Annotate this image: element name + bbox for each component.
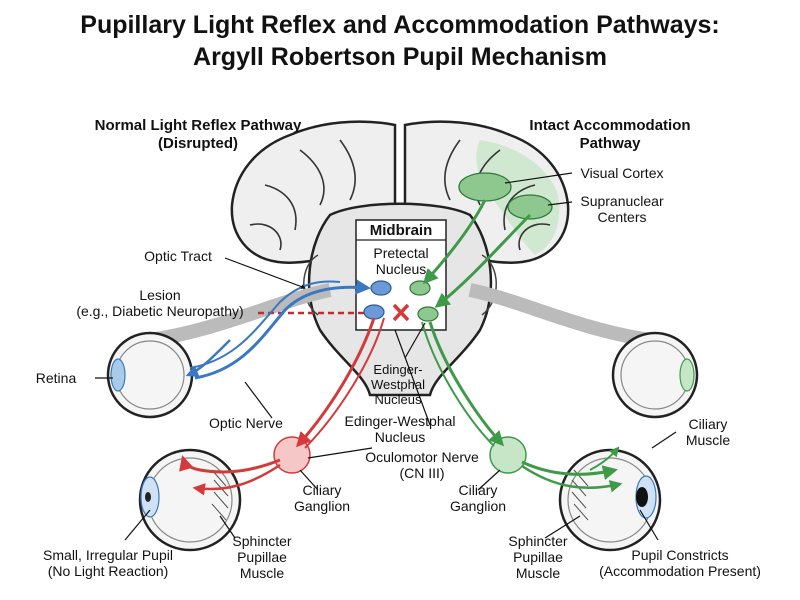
visual-cortex-node xyxy=(458,172,512,202)
label-constricts-2: (Accommodation Present) xyxy=(599,563,761,579)
pretectal-nucleus-right xyxy=(409,280,431,296)
text-labels: Normal Light Reflex Pathway (Disrupted) … xyxy=(36,117,761,581)
label-oculomotor-2: (CN III) xyxy=(399,465,444,481)
label-ciliary-ganglion-right-2: Ganglion xyxy=(450,498,506,514)
ew-nucleus-left xyxy=(363,304,385,320)
heading-left-2: (Disrupted) xyxy=(158,135,238,152)
label-ciliary-muscle-1: Ciliary xyxy=(689,416,728,432)
label-ciliary-muscle-2: Muscle xyxy=(686,432,731,448)
eyeball-icon xyxy=(611,331,699,419)
label-ew-2: Nucleus xyxy=(375,429,426,445)
label-ew-small-1: Edinger- xyxy=(373,362,422,377)
supranuclear-node xyxy=(507,194,553,220)
label-ew-small-3: Nucleus xyxy=(375,392,422,407)
ciliary-ganglion-right xyxy=(489,436,527,474)
accommodation-path xyxy=(421,199,623,493)
label-supranuclear-1: Supranuclear xyxy=(580,193,664,209)
page-title-line-1: Pupillary Light Reflex and Accommodation… xyxy=(80,11,720,39)
label-oculomotor-1: Oculomotor Nerve xyxy=(365,449,479,465)
label-sphincter-right-2: Pupillae xyxy=(513,549,563,565)
ew-nucleus-right xyxy=(417,306,439,322)
left-effector-eye xyxy=(138,448,242,552)
label-ew-small-2: Westphal xyxy=(371,377,425,392)
label-sphincter-left-1: Sphincter xyxy=(232,533,291,549)
heading-right-1: Intact Accommodation xyxy=(529,117,690,134)
label-constricts-1: Pupil Constricts xyxy=(631,547,728,563)
label-supranuclear-2: Centers xyxy=(597,209,646,225)
label-retina: Retina xyxy=(36,370,77,386)
label-small-pupil-1: Small, Irregular Pupil xyxy=(43,547,173,563)
label-ciliary-ganglion-left-2: Ganglion xyxy=(294,498,350,514)
leader-lines xyxy=(95,172,677,541)
label-sphincter-left-3: Muscle xyxy=(240,565,285,581)
label-lesion-2: (e.g., Diabetic Neuropathy) xyxy=(76,303,243,319)
midbrain-box: Midbrain Pretectal Nucleus xyxy=(355,219,447,331)
pretectal-label-2: Nucleus xyxy=(376,261,427,277)
eyeball-icon xyxy=(138,448,242,552)
page-title-line-2: Argyll Robertson Pupil Mechanism xyxy=(193,43,607,71)
light-reflex-afferent-path xyxy=(185,279,371,380)
lesion xyxy=(258,303,410,322)
label-sphincter-right-1: Sphincter xyxy=(508,533,567,549)
left-retina-eye xyxy=(106,331,194,419)
heading-left-1: Normal Light Reflex Pathway xyxy=(95,117,302,134)
pretectal-nucleus-left xyxy=(370,280,392,296)
pretectal-label-1: Pretectal xyxy=(373,245,428,261)
label-ew-1: Edinger-Westphal xyxy=(344,413,455,429)
heading-right-2: Pathway xyxy=(580,135,642,152)
label-optic-nerve: Optic Nerve xyxy=(209,415,283,431)
label-lesion-1: Lesion xyxy=(139,287,180,303)
label-ciliary-ganglion-right-1: Ciliary xyxy=(459,482,498,498)
midbrain-label: Midbrain xyxy=(370,222,433,239)
label-ciliary-ganglion-left-1: Ciliary xyxy=(303,482,342,498)
right-effector-eye xyxy=(558,448,662,552)
label-sphincter-right-3: Muscle xyxy=(516,565,561,581)
label-visual-cortex: Visual Cortex xyxy=(580,165,663,181)
label-optic-tract: Optic Tract xyxy=(144,248,212,264)
label-small-pupil-2: (No Light Reaction) xyxy=(48,563,169,579)
right-retina-eye xyxy=(611,331,699,419)
label-sphincter-left-2: Pupillae xyxy=(237,549,287,565)
oculomotor-efferent-path-left xyxy=(179,317,385,496)
ciliary-ganglion-left xyxy=(273,436,311,474)
